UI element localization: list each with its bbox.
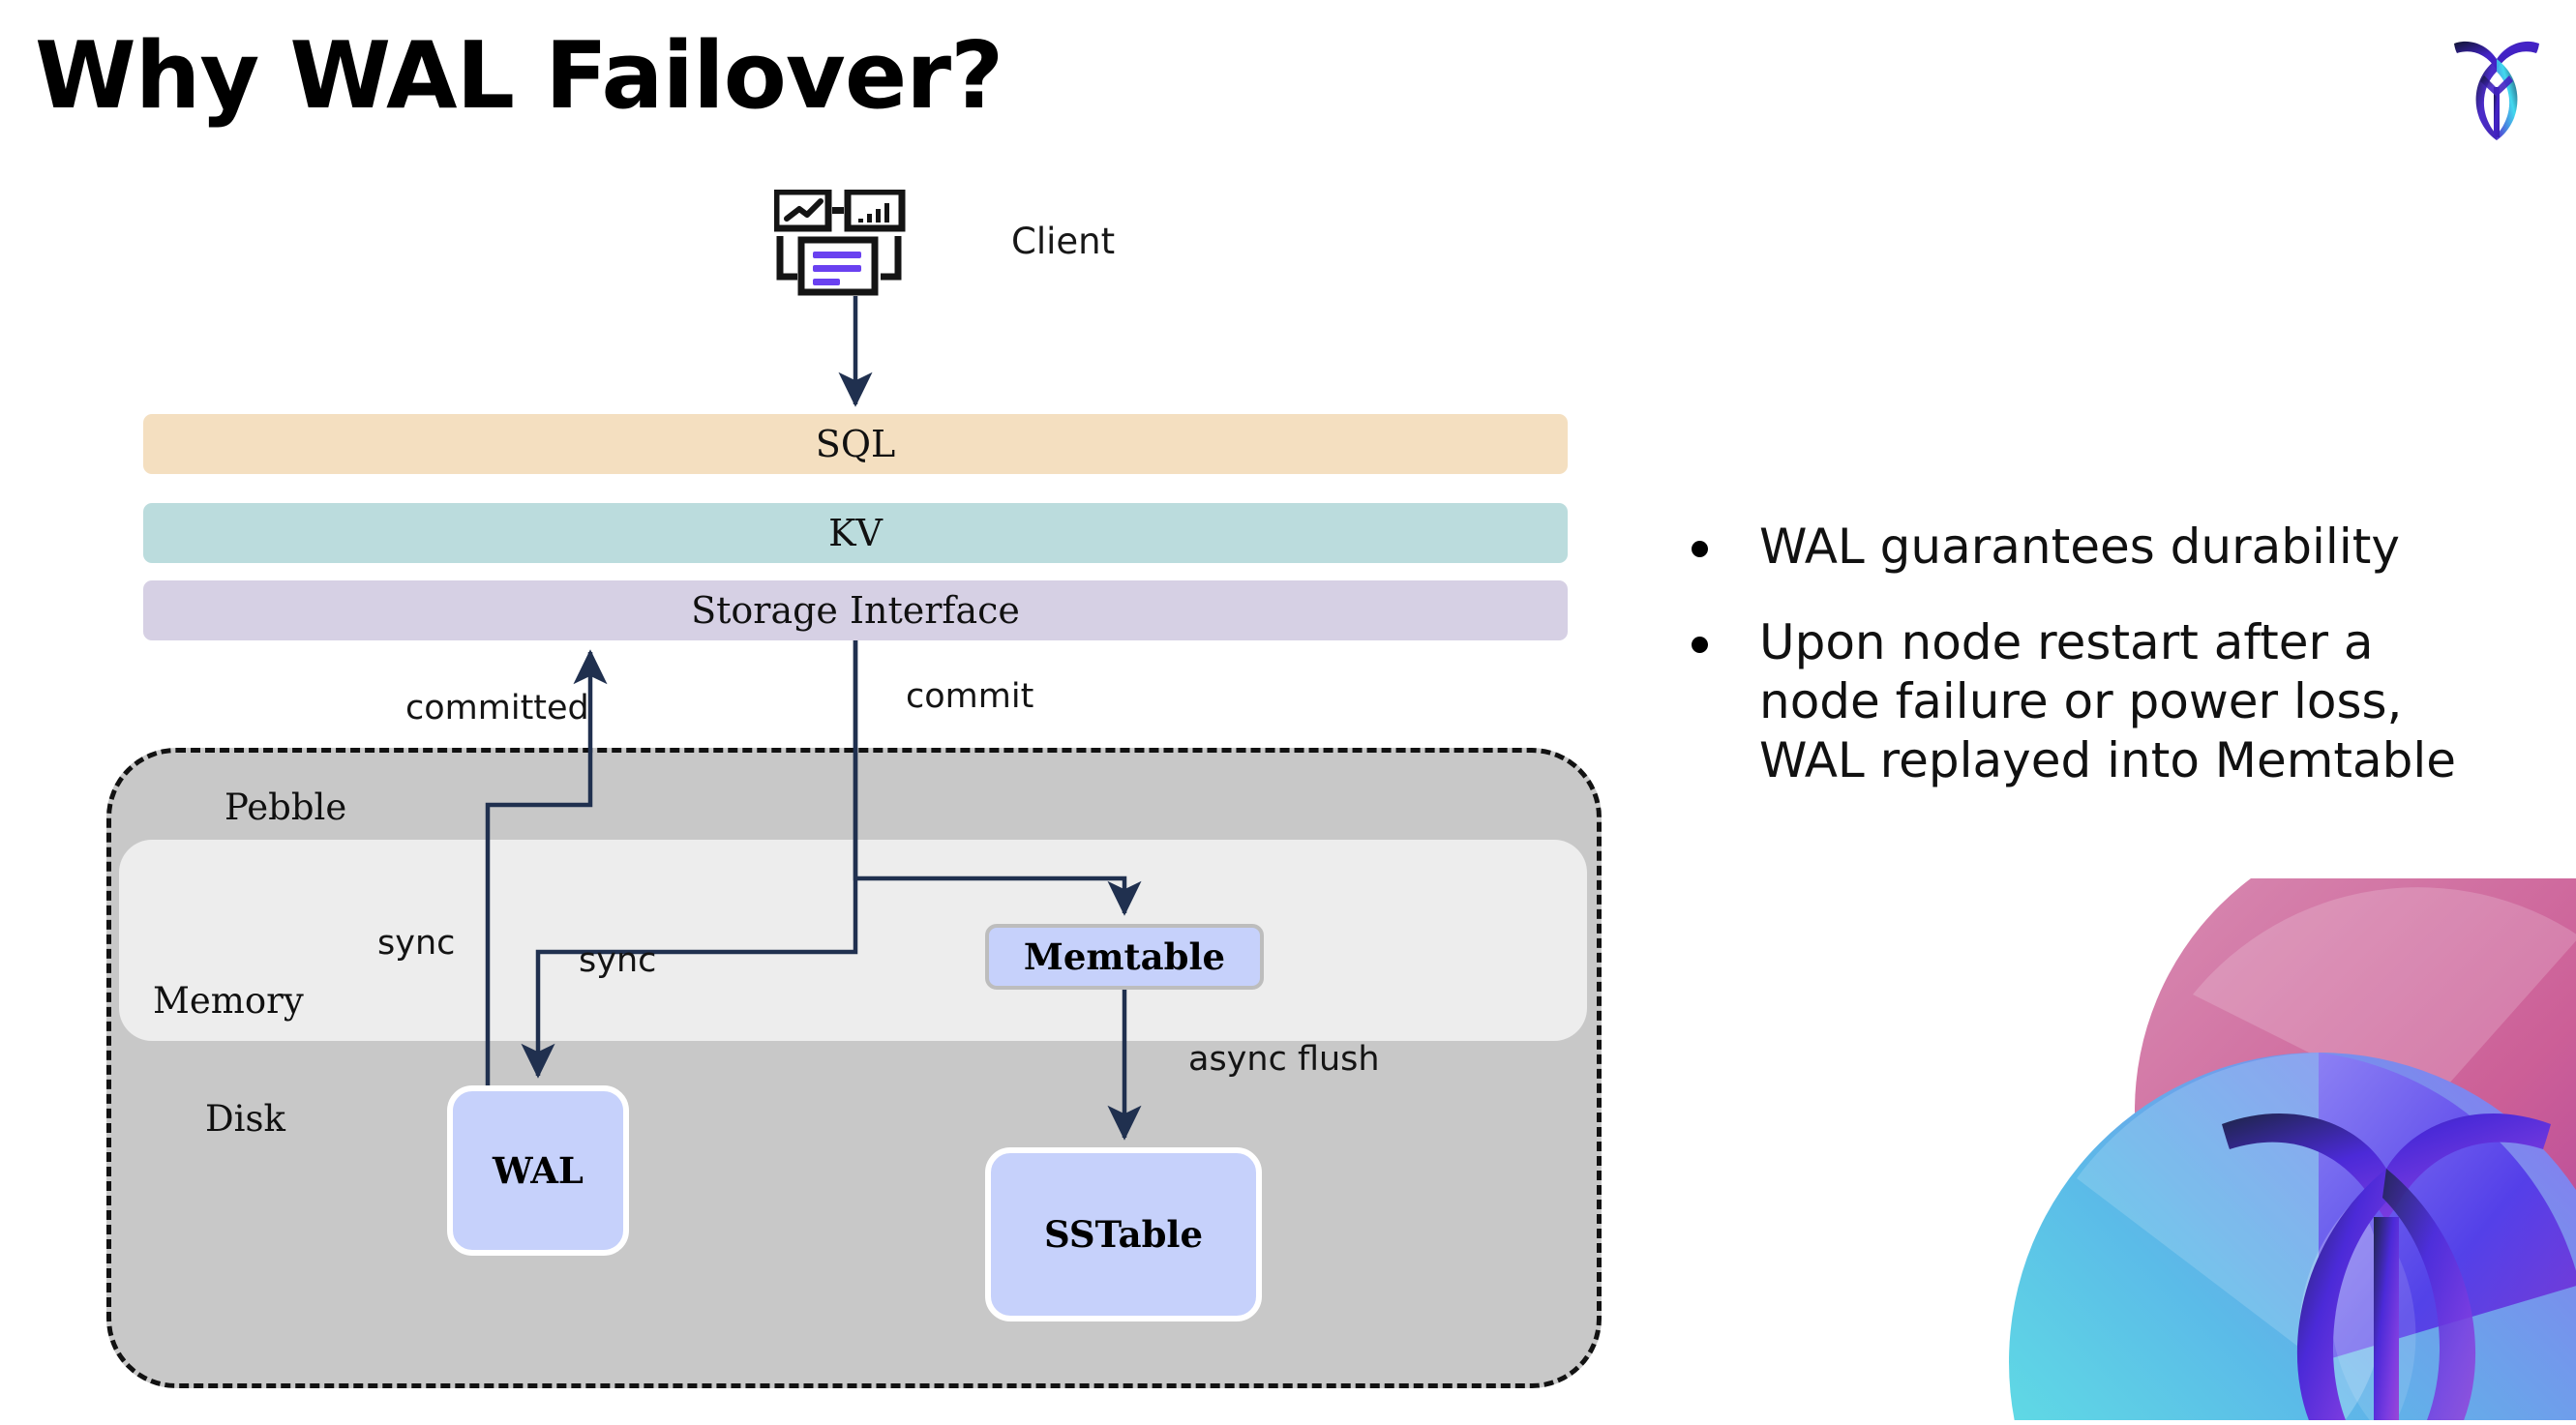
list-item: Upon node restart after a node failure o… bbox=[1692, 613, 2495, 790]
node-sstable-label: SSTable bbox=[1043, 1213, 1204, 1256]
node-wal-label: WAL bbox=[493, 1149, 584, 1192]
layer-bar-storage: Storage Interface bbox=[143, 580, 1568, 640]
bullet-list: WAL guarantees durability Upon node rest… bbox=[1692, 518, 2495, 827]
layer-bar-kv: KV bbox=[143, 503, 1568, 563]
memory-zone bbox=[119, 840, 1587, 1041]
client-workstation-icon bbox=[772, 188, 929, 296]
layer-bar-kv-label: KV bbox=[828, 512, 883, 554]
bullet-text: WAL guarantees durability bbox=[1759, 519, 2400, 575]
bullet-text: Upon node restart after a node failure o… bbox=[1759, 614, 2457, 788]
edge-label-committed: committed bbox=[405, 689, 589, 727]
layer-bar-sql-label: SQL bbox=[815, 423, 896, 465]
edge-label-commit: commit bbox=[906, 677, 1034, 716]
memory-zone-label: Memory bbox=[153, 980, 304, 1022]
edge-label-async-flush: async flush bbox=[1188, 1040, 1380, 1079]
node-sstable: SSTable bbox=[985, 1147, 1262, 1321]
cockroachdb-logo-icon bbox=[2444, 27, 2549, 141]
edge-label-sync-right: sync bbox=[579, 941, 657, 980]
disk-zone-label: Disk bbox=[205, 1098, 285, 1140]
layer-bar-sql: SQL bbox=[143, 414, 1568, 474]
node-memtable: Memtable bbox=[985, 924, 1264, 990]
bullet-dot-icon bbox=[1692, 637, 1708, 653]
pebble-label: Pebble bbox=[225, 787, 347, 828]
cockroachdb-gradient-mark-icon bbox=[1902, 878, 2576, 1420]
client-label: Client bbox=[1011, 221, 1116, 262]
page-title: Why WAL Failover? bbox=[35, 23, 1003, 130]
edge-label-sync-left: sync bbox=[377, 924, 456, 963]
node-wal: WAL bbox=[447, 1085, 629, 1256]
layer-bar-storage-label: Storage Interface bbox=[691, 589, 1020, 632]
node-memtable-label: Memtable bbox=[1023, 935, 1226, 978]
bullet-dot-icon bbox=[1692, 541, 1708, 557]
list-item: WAL guarantees durability bbox=[1692, 518, 2495, 577]
